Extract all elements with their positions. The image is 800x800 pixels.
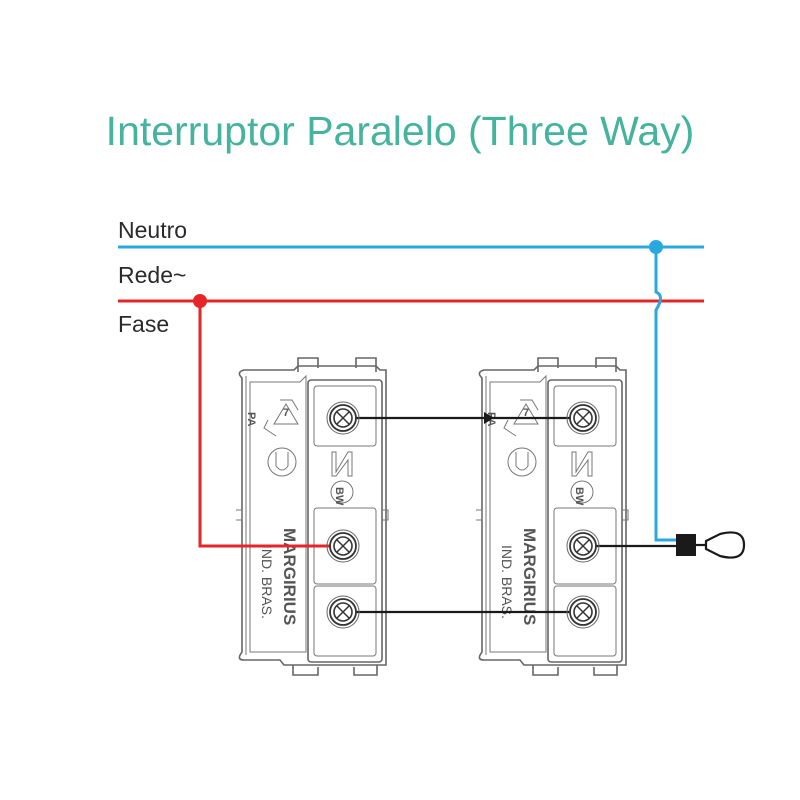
traveler-wire-top (343, 412, 583, 424)
lamp-icon (676, 531, 746, 559)
brand-right: MARGIRIUS (520, 528, 539, 625)
rating-mark-left: BW (333, 487, 345, 506)
label-fase: Fase (118, 311, 169, 337)
phase-junction (193, 294, 207, 308)
brand-line2-left: IND. BRAS. (259, 545, 275, 619)
switch-left (235, 357, 389, 676)
material-label-left: PA (245, 412, 257, 427)
rating-mark-right: BW (573, 487, 585, 506)
label-rede: Rede~ (118, 262, 186, 288)
label-neutro: Neutro (118, 217, 187, 243)
brand-left: MARGIRIUS (280, 528, 299, 625)
screw-terminal-icon (566, 529, 600, 563)
recycle-number-right: 7 (523, 407, 529, 419)
neutral-drop-wire (654, 247, 676, 542)
switch-right (475, 357, 629, 676)
phase-drop-wire (198, 301, 340, 548)
screw-terminal-icon (326, 529, 360, 563)
screw-terminal-icon (326, 401, 360, 435)
recycle-number-left: 7 (283, 407, 289, 419)
screw-terminal-icon (566, 595, 600, 629)
neutral-junction (649, 240, 663, 254)
screw-terminal-icon (326, 595, 360, 629)
screw-terminal-icon (566, 401, 600, 435)
brand-line2-right: IND. BRAS. (499, 545, 515, 619)
diagram-title: Interruptor Paralelo (Three Way) (105, 108, 695, 154)
